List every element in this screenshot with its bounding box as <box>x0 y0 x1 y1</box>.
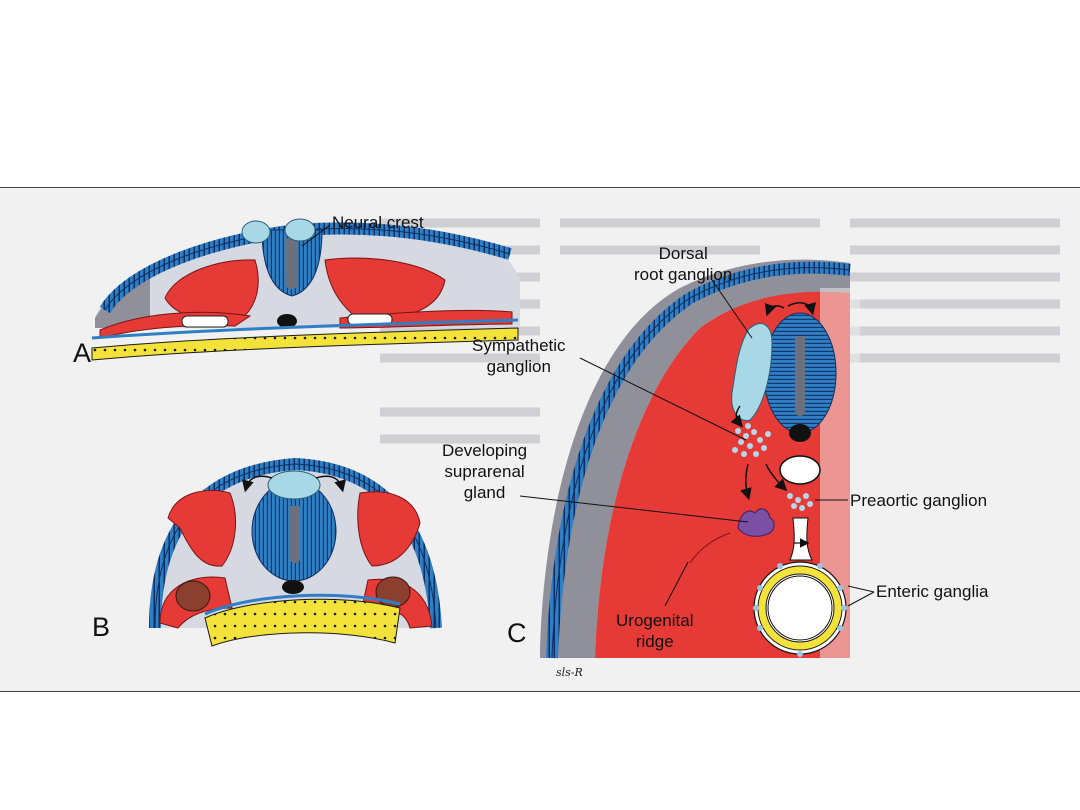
label-suprarenal-line3: gland <box>463 483 506 502</box>
sympathetic-cell-cluster <box>732 423 771 457</box>
label-suprarenal-line2: suprarenal <box>444 462 525 481</box>
preaortic-cell-cluster <box>787 493 813 511</box>
label-urogenital-ridge: Urogenital ridge <box>616 610 694 652</box>
label-developing-suprarenal-gland: Developing suprarenal gland <box>442 440 527 503</box>
label-suprarenal-line1: Developing <box>442 441 528 460</box>
artist-signature: sls-R <box>556 666 583 679</box>
panel-label-c: C <box>507 618 527 648</box>
embryology-figure: Neural crest Dorsal root ganglion Sympat… <box>0 187 1080 692</box>
enteric-cells <box>753 563 847 657</box>
label-urogenital-line1: Urogenital <box>616 611 694 630</box>
panel-label-a: A <box>73 338 92 368</box>
panel-label-b: B <box>92 612 111 642</box>
label-sympathetic-ganglion-line2: ganglion <box>486 357 551 376</box>
label-sympathetic-ganglion: Sympathetic ganglion <box>472 335 566 377</box>
label-sympathetic-ganglion-line1: Sympathetic <box>472 336 566 355</box>
label-dorsal-root-ganglion-line2: root ganglion <box>634 265 733 284</box>
label-enteric-ganglia: Enteric ganglia <box>876 582 989 601</box>
panel-a-cross-section <box>91 218 520 361</box>
neural-crest-diagram <box>91 218 1060 659</box>
panel-b-cross-section <box>149 457 442 647</box>
label-neural-crest: Neural crest <box>332 213 424 232</box>
label-urogenital-line2: ridge <box>635 632 674 651</box>
label-preaortic-ganglion: Preaortic ganglion <box>850 491 988 510</box>
panel-c-cross-section <box>540 259 860 659</box>
leader-lines <box>301 224 875 607</box>
label-dorsal-root-ganglion-line1: Dorsal <box>658 244 708 263</box>
label-dorsal-root-ganglion: Dorsal root ganglion <box>634 243 732 285</box>
